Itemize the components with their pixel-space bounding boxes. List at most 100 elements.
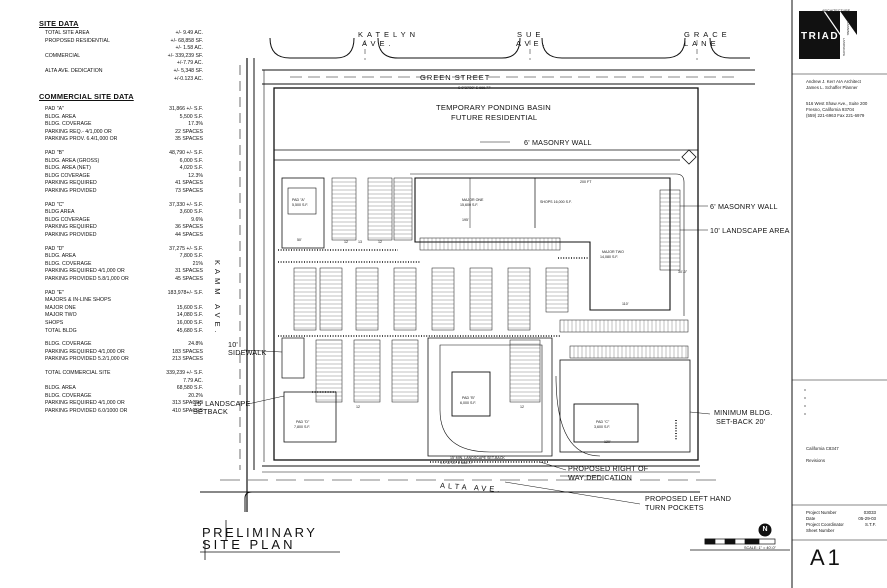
sidewalk-label: SIDEWALK (228, 348, 267, 357)
row-label: BLDG. COVERAGE (45, 260, 92, 267)
row-value: 313 SPACES (172, 400, 203, 407)
row-label: ALTA AVE. DEDICATION (45, 68, 103, 74)
row-label: BLDG. COVERAGE (45, 392, 92, 399)
row-value: 3,600 S.F. (179, 209, 203, 216)
row-value: 213 SPACES (172, 356, 203, 363)
row-label: COMMERCIAL (45, 52, 81, 59)
site-data-rows: TOTAL SITE AREA+/- 9.49 AC.PROPOSED RESI… (45, 30, 203, 86)
katelyn-ave-label: KATELYN (358, 30, 419, 39)
row-value: 6,000 S.F. (179, 157, 203, 164)
site-data-heading: SITE DATA (39, 19, 79, 28)
data-row: PAD "E"183,978+/- S.F. (45, 290, 203, 298)
landscape-setback-label: 15' LANDSCAPE (193, 399, 251, 408)
row-value: 183,978+/- S.F. (167, 289, 203, 296)
sue-ave-label: SUE (517, 30, 545, 39)
data-row: COMMERCIAL +/- 339,239 SF. (45, 53, 203, 61)
row-value: 183 SPACES (172, 348, 203, 355)
row-label: SHOPS (45, 320, 64, 326)
row-value: +/- 339,239 SF. (167, 52, 203, 59)
row-label: PARKING REQUIRED (45, 180, 97, 187)
data-row: PAD "C"37,330 +/- S.F. (45, 202, 203, 210)
space-count-13: 13 (358, 240, 362, 244)
row-value: +/- 9.49 AC. (175, 30, 203, 36)
pad-c-label: PAD "C" (596, 420, 610, 424)
row-label: MAJOR TWO (45, 312, 77, 319)
dim-bottom: S 0°37'20" E 666.77' (440, 461, 473, 465)
dim-110: 110' (622, 302, 629, 306)
firm-architect: Andrew J. Kerr AIA Architect (806, 79, 861, 84)
major-two-area: 14,080 S.F. (600, 255, 619, 259)
right-of-way-label: PROPOSED RIGHT OF (568, 464, 649, 473)
dim-195: 195' (462, 218, 469, 222)
drawing-title-line1: PRELIMINARY (202, 525, 318, 540)
firm-planner: James L. Schaffer Planner (806, 85, 858, 90)
kamm-ave-label: KAMM AVE. (213, 260, 222, 337)
license-number: California C8347 (806, 446, 839, 451)
row-label: Date (806, 516, 816, 521)
row-label: PARKING PROVIDED (45, 188, 97, 194)
row-value: 31,866 +/- S.F. (169, 106, 203, 112)
data-row: PAD "A" 31,866 +/- S.F. (45, 106, 203, 114)
masonry-wall-top-label: 6' MASONRY WALL (524, 138, 592, 147)
dim-top: S 0°37'20" E 666.77' (458, 86, 491, 90)
row-label: BLDG. AREA (45, 385, 76, 392)
row-value: 12.3% (188, 172, 203, 179)
major-two-label: MAJOR TWO (602, 250, 624, 254)
data-row: PAD "D"37,275 +/- S.F. (45, 246, 203, 254)
row-label: PARKING PROVIDED 5.2/1,000 OR (45, 356, 129, 363)
row-value: 5,500 S.F. (179, 113, 203, 120)
row-label: BLDG. COVERAGE (45, 341, 92, 348)
katelyn-ave-suffix: AVE. (362, 39, 395, 48)
scale-label: SCALE: 1" = 40'-0" (744, 546, 777, 550)
row-value: 7,800 S.F. (179, 253, 203, 260)
row-label: PARKING REQUIRED 4/1,000 OR (45, 400, 125, 407)
row-value: 410 SPACES (172, 408, 203, 414)
logo-side-landscape: LANDSCAPE (842, 38, 846, 57)
row-label: BLDG. AREA (45, 253, 76, 260)
row-value: 16,000 S.F. (176, 320, 203, 326)
row-label: BLDG. COVERAGE (45, 121, 92, 128)
row-label: TOTAL BLDG (45, 327, 77, 334)
pad-b-label: PAD "B" (462, 396, 476, 400)
triad-logo: TRIAD (801, 31, 840, 42)
data-row: PROPOSED RESIDENTIAL+/- 68,858 SF. (45, 38, 203, 46)
data-row: Sheet Number (806, 528, 876, 534)
row-value: 35 SPACES (175, 136, 203, 143)
commercial-data-heading: COMMERCIAL SITE DATA (39, 92, 134, 101)
row-value: +/- 1.58 AC. (175, 45, 203, 52)
row-label: PROPOSED RESIDENTIAL (45, 37, 110, 44)
data-row: PARKING REQUIRED 4/1,000 OR 313 SPACES (45, 400, 203, 408)
row-value: 45,680 S.F. (176, 327, 203, 334)
data-row: MAJORS & IN-LINE SHOPS (45, 297, 203, 305)
row-value: 37,275 +/- S.F. (169, 245, 203, 252)
row-label: BLDG COVERAGE (45, 172, 90, 179)
left-turn-label: PROPOSED LEFT HAND (645, 494, 732, 503)
data-row: SHOPS 16,000 S.F. (45, 320, 203, 328)
row-value: 339,239 +/- S.F. (166, 370, 203, 376)
future-residential-label: FUTURE RESIDENTIAL (451, 113, 538, 122)
row-label: Project Coordinator (806, 522, 844, 527)
data-row: TOTAL SITE AREA+/- 9.49 AC. (45, 30, 203, 38)
dim-120: 120' (604, 440, 611, 444)
row-label: PAD "A" (45, 106, 64, 112)
row-value: 15,600 S.F. (176, 304, 203, 311)
row-label: BLDG COVERAGE (45, 216, 90, 223)
data-row: +/-0.123 AC. (45, 76, 203, 84)
row-value: 03033 (863, 510, 876, 515)
min-bldg-label: MINIMUM BLDG. (714, 408, 773, 417)
row-value: 21% (192, 260, 203, 267)
shops-label: SHOPS 16,000 S.F. (540, 200, 572, 204)
